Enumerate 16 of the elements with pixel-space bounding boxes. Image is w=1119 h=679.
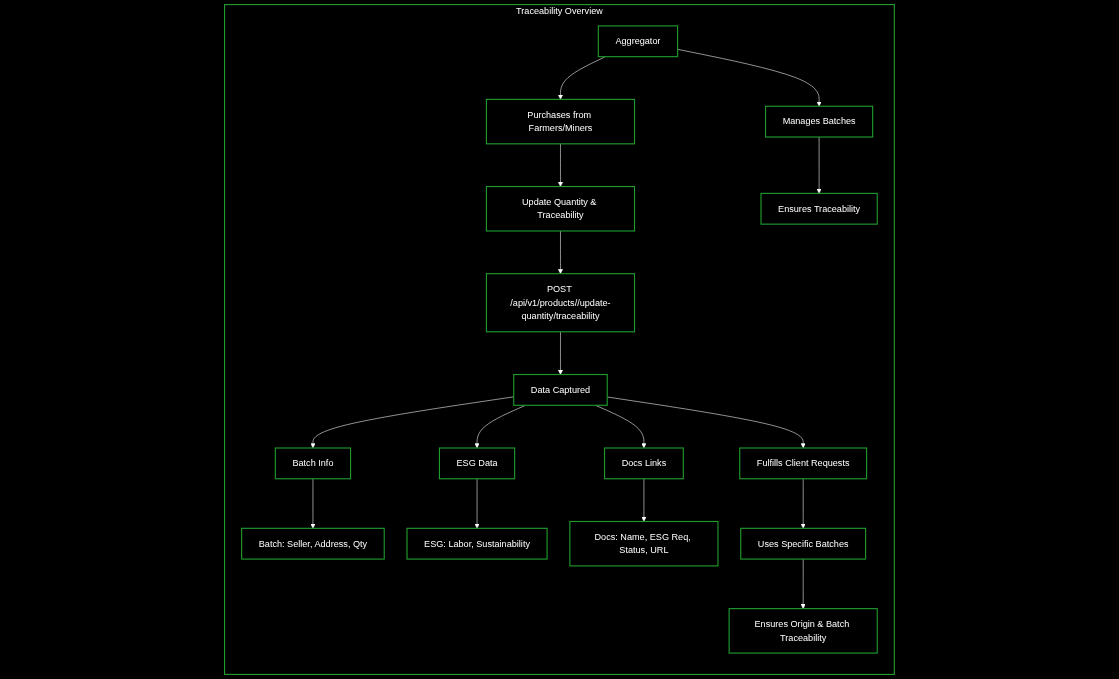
node-box: Manages Batches <box>765 105 874 138</box>
node-box: Docs: Name, ESG Req, Status, URL <box>569 520 719 567</box>
node-box: ESG Data <box>438 447 516 480</box>
node-box: Aggregator <box>597 25 679 58</box>
node-box: Docs Links <box>604 447 684 480</box>
node-box: Ensures Origin & Batch Traceability <box>728 608 878 654</box>
node-box: Batch: Seller, Address, Qty <box>241 527 385 560</box>
node-box: Update Quantity & Traceability <box>485 186 636 232</box>
node-box: Purchases from Farmers/Miners <box>485 98 636 145</box>
node-box: Fulfills Client Requests <box>739 447 868 480</box>
node-box: POST /api/v1/products//update-quantity/traceability <box>485 273 636 333</box>
node-box: Batch Info <box>274 447 352 480</box>
node-box: ESG: Labor, Sustainability <box>406 527 548 560</box>
node-box: Uses Specific Batches <box>740 527 867 560</box>
node-box: Data Captured <box>513 373 608 406</box>
node-box: Ensures Traceability <box>760 192 878 225</box>
